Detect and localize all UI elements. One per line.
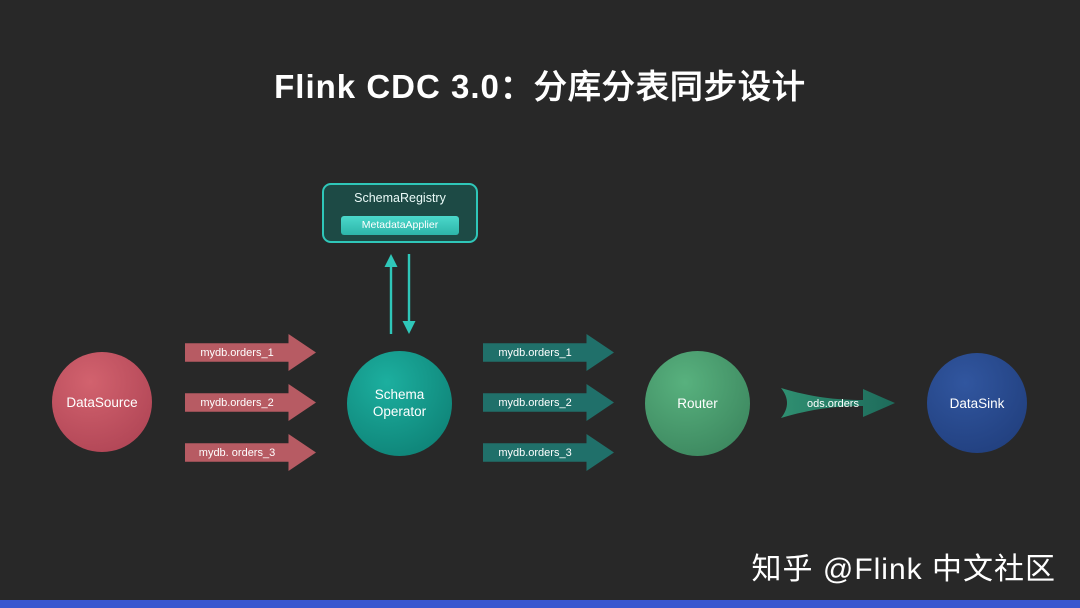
node-schema-operator-label: Schema Operator (372, 386, 427, 419)
node-datasink-label: DataSink (949, 395, 1005, 411)
schema-registry-box: SchemaRegistry MetadataApplier (322, 183, 478, 243)
page-title: Flink CDC 3.0：分库分表同步设计 (274, 68, 806, 105)
router-arrow-label: ods.orders (807, 398, 859, 410)
source-arrow-1: mydb.orders_1 (185, 334, 316, 371)
watermark: 知乎 @Flink 中文社区 (751, 553, 1056, 586)
operator-arrow-3: mydb.orders_3 (483, 434, 614, 471)
registry-sync-arrows-icon (384, 254, 416, 334)
source-arrow-2-label: mydb.orders_2 (200, 396, 274, 409)
operator-arrow-3-label: mydb.orders_3 (498, 446, 572, 459)
node-schema-operator: Schema Operator (347, 351, 452, 456)
source-arrow-1-label: mydb.orders_1 (200, 346, 274, 359)
source-arrow-3-label: mydb. orders_3 (198, 446, 276, 459)
operator-arrow-1-label: mydb.orders_1 (498, 346, 572, 359)
operator-arrow-2-label: mydb.orders_2 (498, 396, 572, 409)
operator-arrow-2: mydb.orders_2 (483, 384, 614, 421)
operator-arrow-1: mydb.orders_1 (483, 334, 614, 371)
schema-registry-label: SchemaRegistry (354, 191, 446, 205)
router-arrow: ods.orders (781, 388, 895, 418)
node-datasource-label: DataSource (66, 394, 138, 410)
node-router: Router (645, 351, 750, 456)
node-router-label: Router (677, 396, 718, 411)
source-arrow-3: mydb. orders_3 (185, 434, 316, 471)
node-datasink: DataSink (927, 353, 1027, 453)
source-arrow-2: mydb.orders_2 (185, 384, 316, 421)
node-datasource: DataSource (52, 352, 152, 452)
metadata-applier-badge: MetadataApplier (341, 216, 459, 235)
footer-bar (0, 600, 1080, 608)
